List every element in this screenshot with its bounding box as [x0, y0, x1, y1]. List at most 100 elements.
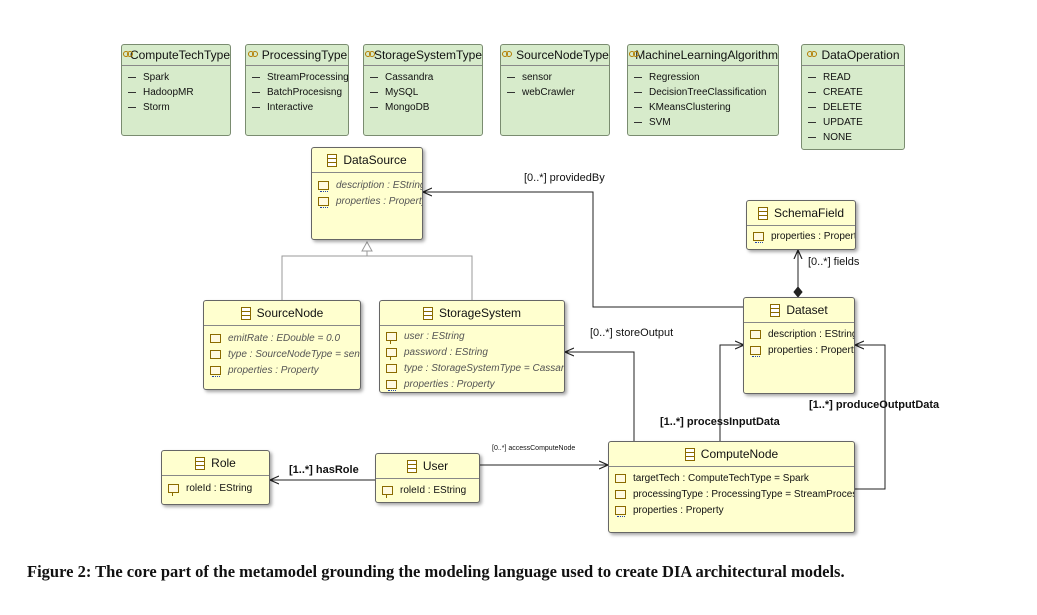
enum-literal: SVM [634, 115, 772, 130]
class-attribute: description : EString [318, 177, 422, 193]
store-output-edge [565, 352, 635, 441]
class-attribute: type : StorageSystemType = Cassandra [386, 360, 564, 376]
produce-output-edge [855, 345, 886, 490]
enum-name: StorageSystemType [373, 48, 482, 62]
metamodel-diagram: ComputeTechType Spark HadoopMR Storm Pro… [0, 0, 940, 533]
generalization-edges [281, 240, 473, 300]
enum-literal: CREATE [808, 85, 898, 100]
store-output-label: [0..*] storeOutput [590, 327, 674, 339]
class-name: SchemaField [773, 206, 845, 220]
class-icon [757, 206, 768, 220]
enum-icon [247, 50, 258, 61]
class-name: DataSource [343, 153, 407, 167]
class-icon [422, 306, 433, 320]
class-name: StorageSystem [438, 306, 522, 320]
enum-literal: Interactive [252, 100, 342, 115]
enum-literal: MongoDB [370, 100, 476, 115]
class-role: Role roleId : EString [161, 450, 270, 505]
class-name: Role [211, 456, 236, 470]
class-header: Dataset [744, 298, 854, 323]
class-attribute: properties : Property [386, 376, 558, 392]
enum-compute-tech-type: ComputeTechType Spark HadoopMR Storm [121, 44, 231, 136]
enum-literal: NONE [808, 130, 898, 145]
enum-processing-type: ProcessingType StreamProcessing BatchPro… [245, 44, 349, 136]
class-attribute: properties : Property [318, 193, 422, 209]
enum-header: DataOperation [802, 45, 904, 66]
class-header: User [376, 454, 479, 479]
provided-by-label: [0..*] providedBy [524, 172, 605, 184]
enum-machine-learning-algorithm: MachineLearningAlgorithm Regression Deci… [627, 44, 779, 136]
enum-literal: BatchProcesisng [252, 85, 342, 100]
enum-literal: DELETE [808, 100, 898, 115]
enum-icon [122, 50, 133, 61]
enum-literal: MySQL [370, 85, 476, 100]
enum-name: DataOperation [821, 48, 900, 62]
class-attribute: emitRate : EDouble = 0.0 [210, 330, 354, 346]
enum-literal: StreamProcessing [252, 70, 348, 85]
class-icon [684, 447, 695, 461]
enum-data-operation: DataOperation READ CREATE DELETE UPDATE … [801, 44, 905, 150]
class-header: ComputeNode [609, 442, 854, 467]
enum-header: SourceNodeType [501, 45, 609, 66]
process-input-label: [1..*] processInputData [660, 416, 780, 428]
enum-literal: webCrawler [507, 85, 603, 100]
class-storagesystem: StorageSystem user : EString password : … [379, 300, 565, 393]
class-name: ComputeNode [700, 447, 779, 461]
enum-literal: sensor [507, 70, 603, 85]
class-attribute: properties : Property [750, 342, 854, 358]
enum-literal: Regression [634, 70, 772, 85]
provided-by-edge [423, 192, 743, 308]
class-sourcenode: SourceNode emitRate : EDouble = 0.0 type… [203, 300, 361, 390]
enum-storage-system-type: StorageSystemType Cassandra MySQL MongoD… [363, 44, 483, 136]
enum-source-node-type: SourceNodeType sensor webCrawler [500, 44, 610, 136]
class-attribute: roleId : EString [168, 480, 263, 496]
class-datasource: DataSource description : EString propert… [311, 147, 423, 240]
class-name: User [422, 459, 449, 473]
enum-icon [364, 50, 375, 61]
class-header: DataSource [312, 148, 422, 173]
class-icon [327, 153, 338, 167]
class-computenode: ComputeNode targetTech : ComputeTechType… [608, 441, 855, 533]
enum-literal: UPDATE [808, 115, 898, 130]
enum-header: MachineLearningAlgorithm [628, 45, 778, 66]
class-dataset: Dataset description : EString properties… [743, 297, 855, 394]
class-attribute: description : EString [750, 326, 854, 342]
class-icon [240, 306, 251, 320]
class-schemafield: SchemaField properties : Property [746, 200, 856, 250]
class-attribute: user : EString [386, 328, 558, 344]
class-attribute: properties : Property [753, 228, 855, 244]
fields-label: [0..*] fields [808, 256, 860, 268]
enum-icon [628, 50, 640, 61]
enum-name: ComputeTechType [129, 48, 230, 62]
has-role-label: [1..*] hasRole [289, 464, 359, 476]
figure-caption: Figure 2: The core part of the metamodel… [27, 562, 845, 581]
enum-literal: Storm [128, 100, 224, 115]
class-icon [770, 303, 781, 317]
enum-literal: DecisionTreeClassification [634, 85, 772, 100]
class-attribute: password : EString [386, 344, 558, 360]
class-attribute: type : SourceNodeType = sensor [210, 346, 360, 362]
class-attribute: properties : Property [210, 362, 354, 378]
class-header: Role [162, 451, 269, 476]
class-attribute: processingType : ProcessingType = Stream… [615, 486, 854, 502]
enum-icon [806, 50, 818, 61]
class-header: SchemaField [747, 201, 855, 226]
class-name: Dataset [786, 303, 828, 317]
enum-icon [501, 50, 513, 61]
enum-header: ProcessingType [246, 45, 348, 66]
class-header: StorageSystem [380, 301, 564, 326]
class-user: User roleId : EString [375, 453, 480, 503]
composition-diamond [793, 286, 803, 298]
enum-name: ProcessingType [261, 48, 348, 62]
produce-output-label: [1..*] produceOutputData [809, 399, 940, 411]
enum-literal: Cassandra [370, 70, 476, 85]
class-attribute: roleId : EString [382, 482, 473, 498]
class-attribute: properties : Property [615, 502, 848, 518]
enum-literal: Spark [128, 70, 224, 85]
class-icon [195, 456, 206, 470]
class-icon [406, 459, 417, 473]
connectors [0, 0, 886, 490]
enum-literal: KMeansClustering [634, 100, 772, 115]
class-name: SourceNode [256, 306, 324, 320]
enum-header: StorageSystemType [364, 45, 482, 66]
